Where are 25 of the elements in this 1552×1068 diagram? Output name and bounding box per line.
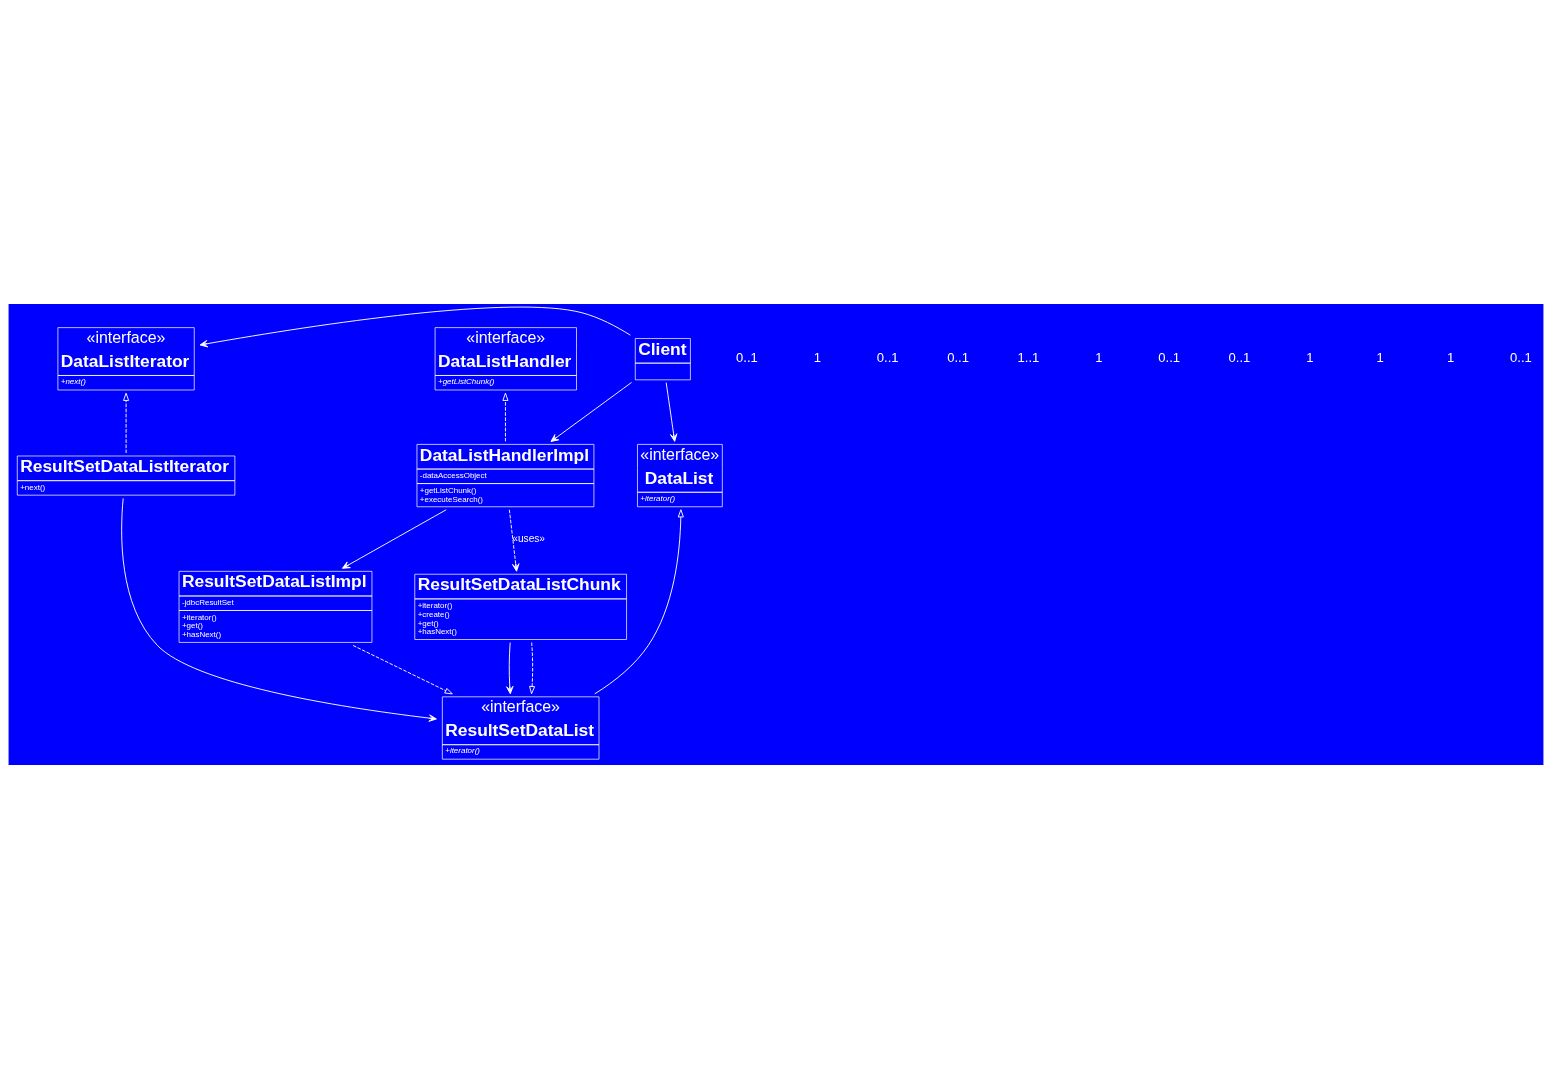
arrow <box>508 508 520 572</box>
label: 0..1 <box>1510 349 1532 365</box>
label: 1..1 <box>1017 349 1040 365</box>
label: 1 <box>1446 349 1455 365</box>
label: 1 <box>813 349 821 365</box>
arrow <box>352 644 453 694</box>
label: 0..1 <box>876 349 899 365</box>
label: 0..1 <box>1228 349 1251 365</box>
label: 1 <box>1376 349 1384 365</box>
label: 0..1 <box>736 349 758 365</box>
arrow <box>199 306 631 347</box>
arrow <box>529 641 536 694</box>
arrow <box>665 381 678 442</box>
arrow <box>341 508 447 569</box>
label: 1 <box>1306 349 1314 365</box>
label: 1 <box>1095 349 1103 365</box>
arrow <box>506 641 514 694</box>
arrow <box>550 381 633 442</box>
label: 0..1 <box>947 349 969 365</box>
arrow <box>502 392 509 442</box>
edge-label: «uses» <box>512 532 546 544</box>
arrow <box>594 508 684 694</box>
arrow <box>121 497 437 722</box>
arrow <box>123 392 130 453</box>
label: 0..1 <box>1158 349 1181 365</box>
